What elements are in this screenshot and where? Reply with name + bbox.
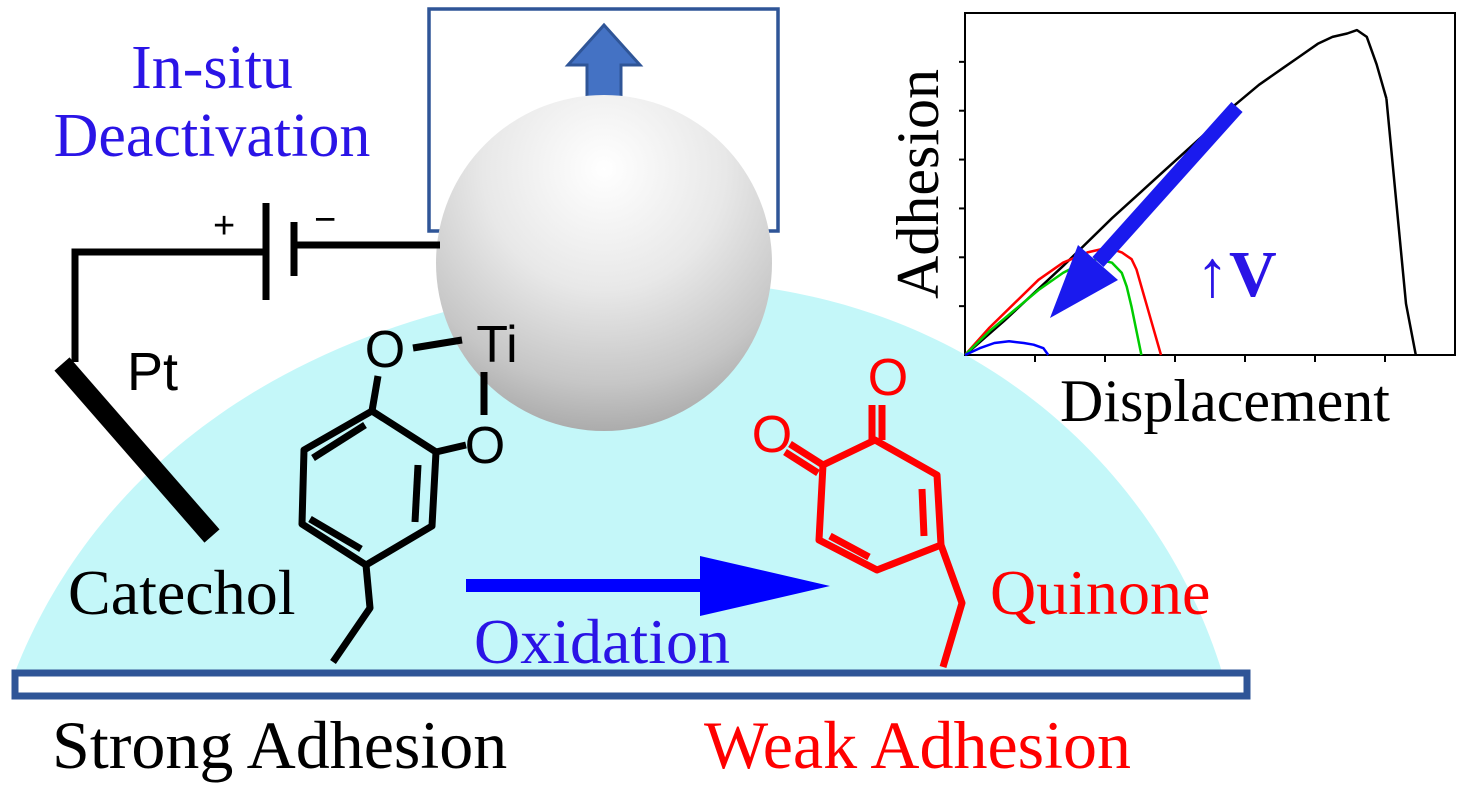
oxygen-label-1: O xyxy=(365,321,405,379)
circuit xyxy=(71,203,440,362)
chart-series-line-1 xyxy=(964,28,1388,356)
catechol-inner-bond-2 xyxy=(411,464,422,523)
catechol-structure xyxy=(298,336,488,664)
quinone-oxygen-1: O xyxy=(868,349,908,407)
chart-ticks xyxy=(959,60,1386,362)
quinone-oxygen-2: O xyxy=(752,406,792,464)
chart-frame xyxy=(964,12,1456,356)
catechol-o2-bond xyxy=(435,441,467,456)
oxidation-arrow xyxy=(466,556,830,616)
trend-arrow-shaft xyxy=(1092,101,1243,268)
battery-plus: + xyxy=(213,205,235,247)
catechol-o1-bond xyxy=(368,375,382,412)
trend-arrow-head xyxy=(1050,245,1118,318)
chart-annotation: ↑V xyxy=(1196,238,1277,311)
catechol-inner-bond-3 xyxy=(308,515,363,553)
catechol-alkyl-chain xyxy=(330,564,374,664)
oxidation-arrow-head xyxy=(700,556,830,616)
o-ti-bond xyxy=(412,336,463,352)
battery-minus: − xyxy=(314,199,336,241)
titanium-label: Ti xyxy=(476,316,517,374)
adhesion-chart: ↑V Displacement Adhesion xyxy=(885,12,1456,434)
liquid-droplet xyxy=(15,280,1222,672)
catechol-inner-bond-1 xyxy=(311,422,367,461)
chart-series-line-5 xyxy=(964,340,1050,357)
chart-series-line-2 xyxy=(1385,98,1418,356)
quinone-structure xyxy=(783,405,966,668)
weak-adhesion-label: Weak Adhesion xyxy=(704,707,1131,783)
quinone-inner-bond-1 xyxy=(918,488,928,537)
probe-sphere xyxy=(436,95,772,431)
chart-ylabel: Adhesion xyxy=(885,69,951,299)
chart-xlabel: Displacement xyxy=(1060,368,1390,434)
oxidation-arrow-shaft xyxy=(466,579,726,592)
title-line-2: Deactivation xyxy=(54,102,371,170)
strong-adhesion-label: Strong Adhesion xyxy=(52,707,507,783)
oxidation-label: Oxidation xyxy=(474,606,730,677)
quinone-inner-bond-2 xyxy=(828,532,871,561)
substrate-bar xyxy=(11,669,1251,700)
circuit-wire-left xyxy=(71,248,265,362)
quinone-carbonyl-2b xyxy=(783,449,820,476)
trend-arrow xyxy=(1050,101,1243,318)
title-line-1: In-situ xyxy=(131,34,293,102)
oxygen-label-2: O xyxy=(465,417,505,475)
quinone-label: Quinone xyxy=(990,557,1210,628)
catechol-label: Catechol xyxy=(68,557,295,628)
quinone-alkyl-chain xyxy=(937,543,966,668)
quinone-carbonyl-2a xyxy=(788,441,825,468)
electrode-label: Pt xyxy=(127,342,178,402)
platinum-electrode xyxy=(54,357,220,543)
